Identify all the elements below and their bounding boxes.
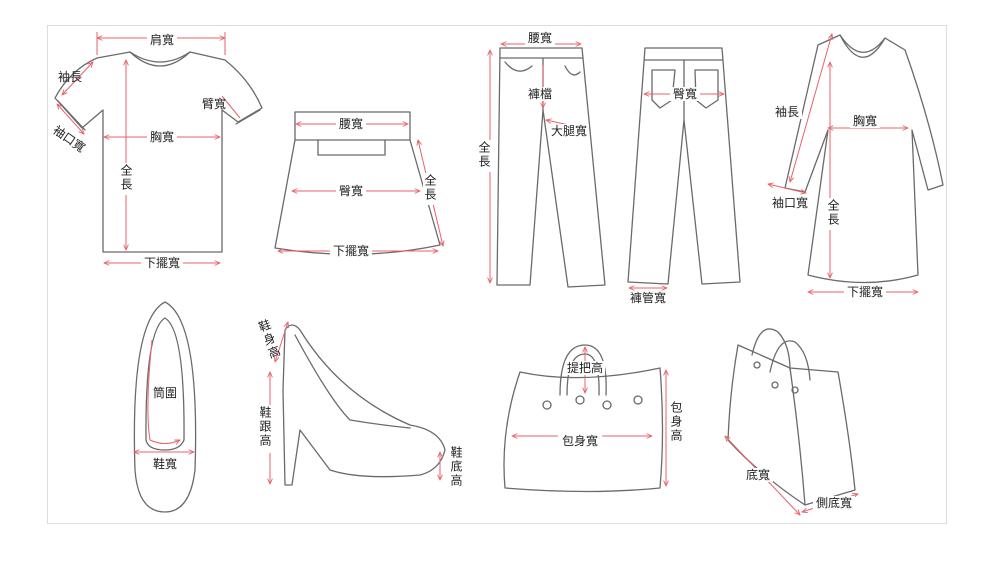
dress-diagram: 袖長 胸寬 袖口寬 全長 下擺寬 (768, 34, 944, 299)
label-hem-width: 下擺寬 (144, 255, 180, 270)
handbag-diagram: 提把高 包身寬 包身高 (503, 344, 683, 493)
tshirt-diagram: 肩寬 袖長 臂寬 袖口寬 胸寬 全長 下擺寬 (50, 32, 263, 270)
label-waist-width: 腰寬 (528, 30, 552, 45)
label-handle-height: 提把高 (567, 360, 603, 375)
skirt-diagram: 腰寬 臀寬 全長 下擺寬 (274, 111, 443, 258)
pants-front-diagram: 腰寬 褲檔 大腿寬 全長 (477, 30, 606, 288)
high-heel-diagram: 鞋身高 鞋跟高 鞋底高 (255, 316, 463, 488)
label-cuff-width: 袖口寬 (772, 195, 808, 210)
label-crotch: 褲檔 (528, 87, 552, 101)
label-shaft-circumference: 筒圍 (153, 385, 177, 400)
label-full-length: 全長 (119, 163, 133, 192)
label-hem-width: 下擺寬 (333, 243, 369, 258)
label-upper-height: 鞋身高 (255, 316, 283, 362)
label-hip-width: 臀寬 (673, 86, 697, 101)
label-base-width: 底寬 (746, 467, 770, 482)
label-hem-width: 下擺寬 (847, 284, 883, 299)
label-hip-width: 臀寬 (339, 183, 363, 198)
label-full-length: 全長 (423, 173, 437, 202)
label-body-width: 包身寬 (562, 433, 598, 448)
label-heel-height: 鞋跟高 (258, 405, 272, 448)
label-sole-height: 鞋底高 (449, 445, 463, 488)
label-full-length: 全長 (477, 140, 491, 169)
label-thigh-width: 大腿寬 (551, 123, 587, 138)
label-waist-width: 腰寬 (339, 116, 363, 131)
label-shoulder-width: 肩寬 (150, 32, 174, 47)
label-sleeve-length: 袖長 (775, 104, 799, 119)
flat-shoe-diagram: 筒圍 鞋寬 (134, 301, 197, 513)
label-side-base-width: 側底寬 (816, 495, 852, 510)
label-shoe-width: 鞋寬 (153, 456, 177, 471)
label-full-length: 全長 (826, 198, 840, 227)
pants-back-diagram: 臀寬 褲管寬 (627, 47, 741, 305)
tote-diagram: 底寬 側底寬 (725, 328, 858, 515)
label-body-height: 包身高 (669, 401, 683, 443)
label-chest-width: 胸寬 (853, 113, 877, 128)
label-sleeve-length: 袖長 (58, 69, 82, 84)
label-leg-opening: 褲管寬 (630, 290, 666, 305)
size-guide-frame (47, 25, 947, 524)
label-arm-width: 臂寬 (202, 96, 226, 111)
label-chest-width: 胸寬 (150, 129, 174, 144)
